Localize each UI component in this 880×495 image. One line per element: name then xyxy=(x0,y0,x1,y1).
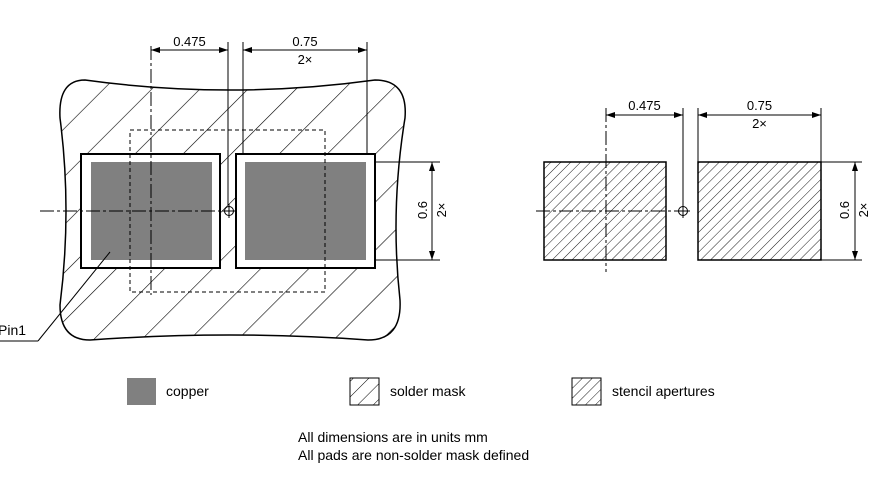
dim-gap-label-right: 0.475 xyxy=(628,98,661,113)
legend-copper-label: copper xyxy=(166,383,209,399)
package-outline xyxy=(129,129,326,293)
dim-height-label: 0.6 xyxy=(415,200,430,220)
stencil-aperture-right xyxy=(697,161,822,261)
dim-width-label: 0.75 xyxy=(292,34,318,49)
legend-stencil-label: stencil apertures xyxy=(612,383,715,399)
dim-gap-label: 0.475 xyxy=(173,34,206,49)
dim-height-label-right: 0.6 xyxy=(837,200,852,220)
dim-height-count-label-right: 2× xyxy=(856,202,871,218)
dim-width-label-right: 0.75 xyxy=(746,98,773,113)
copper-pad-right xyxy=(245,162,366,260)
pin1-label: Pin1 xyxy=(0,322,27,338)
legend-stencil-swatch xyxy=(571,377,602,406)
dim-width-count-label-right: 2× xyxy=(752,116,767,131)
note-units: All dimensions are in units mm xyxy=(298,429,488,445)
dim-width-count-label: 2× xyxy=(297,52,313,67)
legend-copper-swatch xyxy=(127,378,156,405)
legend-solder-mask-swatch xyxy=(349,377,380,406)
note-pads: All pads are non-solder mask defined xyxy=(298,447,530,463)
legend-solder-mask-label: solder mask xyxy=(390,383,466,399)
dim-height-count-label: 2× xyxy=(434,202,449,218)
